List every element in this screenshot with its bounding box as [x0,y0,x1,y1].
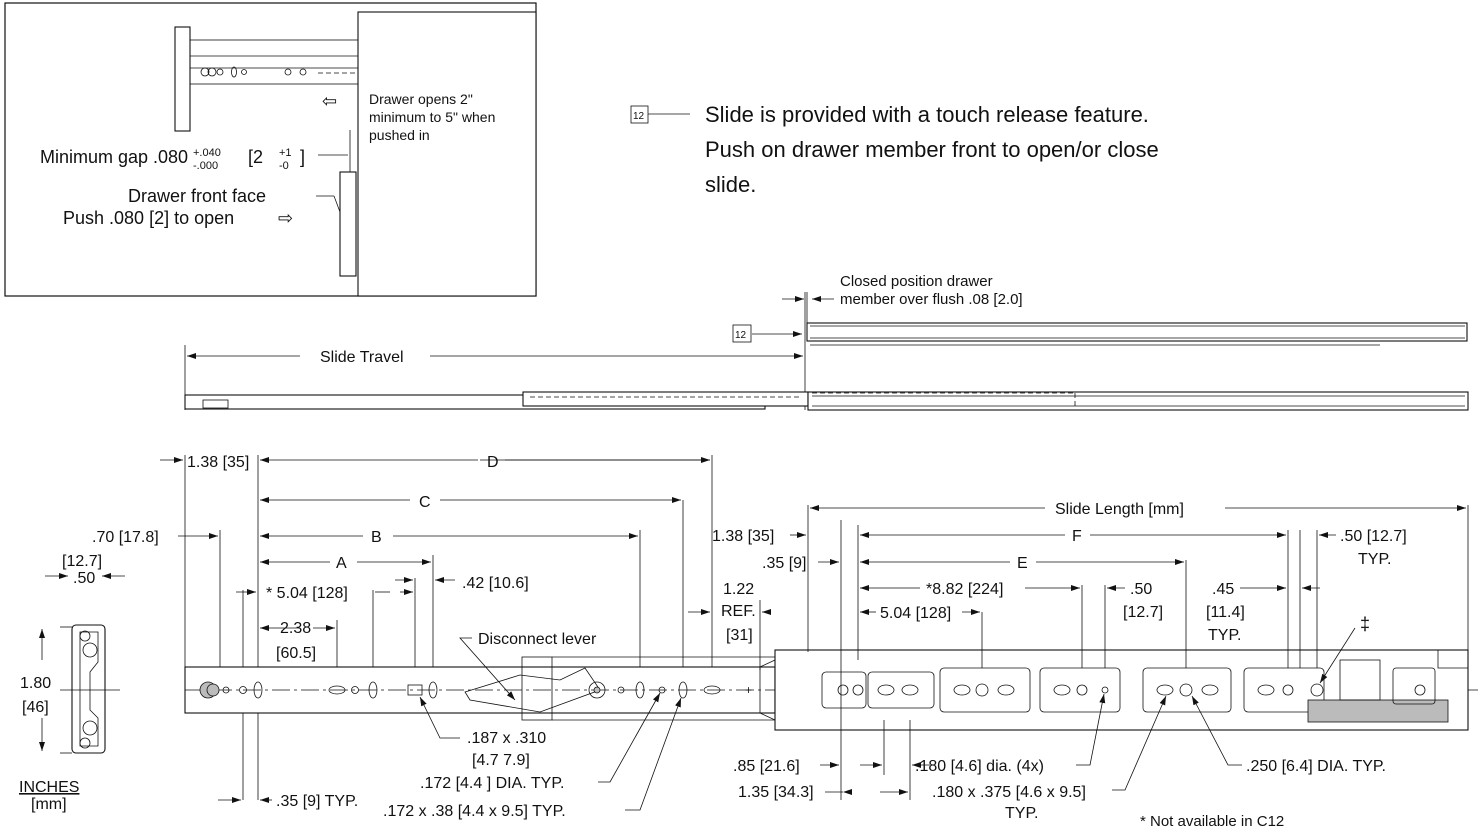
dim-504-right: 5.04 [128] [880,605,951,622]
push-arrow-icon: ⇨ [278,208,293,228]
note-12: 12 Slide is provided with a touch releas… [630,102,1159,197]
dim-127-metric: [12.7] [62,553,102,570]
dim-882: *8.82 [224] [926,581,1003,598]
note-marker [630,105,649,124]
side-view: Closed position drawer member over flush… [184,273,1469,411]
detail-slide [189,39,359,85]
dim-typ-2: TYP. [1208,627,1242,644]
dim-605: [60.5] [276,645,316,662]
dim-122: 1.22 [723,581,754,598]
drawer-body [357,11,537,297]
dim-504: * 5.04 [128] [266,585,348,602]
dim-31: [31] [726,627,753,644]
dim-46: [46] [22,699,49,716]
opens-note-3: pushed in [369,127,430,143]
dim-C: C [419,494,431,511]
closed-drawer-member [806,322,1468,342]
dim-E: E [1017,555,1028,572]
dim-47: [4.7 7.9] [472,752,530,769]
dim-138-right: 1.38 [35] [712,528,774,545]
dim-180x375: .180 x .375 [4.6 x 9.5] [932,784,1086,801]
extended-drawer-member [807,391,1469,411]
min-gap-label: Minimum gap .080 [40,147,188,167]
open-arrow-icon: ⇦ [322,91,337,111]
footnote: * Not available in C12 [1140,813,1284,828]
min-gap-tol-upper: +.040 [193,147,221,159]
dim-50-mid: .50 [1130,581,1152,598]
dim-180-dia: .180 [4.6] dia. (4x) [915,758,1044,775]
touch-release-mechanism [1307,699,1449,723]
plan-view: 1.38 [35] D C B A .70 [17.8] [12.7] .50 … [19,454,1478,828]
dim-45: .45 [1212,581,1234,598]
opens-note-1: Drawer opens 2" [369,91,473,107]
units-inches: INCHES [19,779,79,796]
note-number: 12 [633,111,645,122]
dim-114: [11.4] [1206,604,1245,621]
dim-135: 1.35 [34.3] [738,784,814,801]
dim-typ-1: TYP. [1358,551,1392,568]
units-mm: [mm] [31,796,67,813]
marker-12-text: 12 [735,330,747,341]
dim-172x38: .172 x .38 [4.4 x 9.5] TYP. [383,803,566,820]
note-line-2: Push on drawer member front to open/or c… [705,137,1159,162]
dim-70: .70 [17.8] [92,529,159,546]
slide-travel-label: Slide Travel [320,349,404,366]
min-gap-metric-lower: -0 [279,160,289,172]
intermediate-member [522,391,809,407]
dagger-mark: ‡ [1360,614,1370,634]
push-label: Push .080 [2] to open [63,208,234,228]
dim-85: .85 [21.6] [733,758,800,775]
min-gap-tol-lower: -.000 [193,160,218,172]
dim-A: A [336,555,347,572]
front-face-label: Drawer front face [128,186,266,206]
dim-D: D [487,454,499,471]
drawer-front [339,171,357,277]
end-view [60,624,120,754]
disconnect-lever [464,667,601,713]
dim-35-right: .35 [9] [762,555,806,572]
dim-B: B [371,529,382,546]
dim-250: .250 [6.4] DIA. TYP. [1246,758,1386,775]
cabinet-face [174,26,191,132]
opens-note-2: minimum to 5" when [369,109,495,125]
dim-F: F [1072,528,1082,545]
marker-12 [732,324,752,343]
min-gap-metric: [2 [248,147,263,167]
dim-180-height: 1.80 [20,675,51,692]
detail-view: ⇦ Drawer opens 2" minimum to 5" when pus… [4,2,537,297]
dim-238: 2.38 [280,620,311,637]
dim-42: .42 [10.6] [462,575,529,592]
dim-typ-3: TYP. [1005,805,1039,822]
disconnect-lever-label: Disconnect lever [478,631,597,648]
dim-138-left: 1.38 [35] [187,454,249,471]
dim-50-left: .50 [73,570,95,587]
dim-127-mid: [12.7] [1123,604,1163,621]
note-line-1: Slide is provided with a touch release f… [705,102,1149,127]
min-gap-metric-close: ] [300,147,305,167]
dim-slide-length: Slide Length [mm] [1055,501,1184,518]
closed-note-1: Closed position drawer [840,273,993,290]
dim-187: .187 x .310 [467,730,546,747]
dim-35typ: .35 [9] TYP. [276,793,358,810]
svg-text:+: + [745,683,752,697]
closed-note-2: member over flush .08 [2.0] [840,291,1023,308]
dim-50typ: .50 [12.7] [1340,528,1407,545]
min-gap-metric-upper: +1 [279,147,292,159]
dim-ref: REF. [721,603,756,620]
note-line-3: slide. [705,172,756,197]
dim-172-dia: .172 [4.4 ] DIA. TYP. [420,775,564,792]
